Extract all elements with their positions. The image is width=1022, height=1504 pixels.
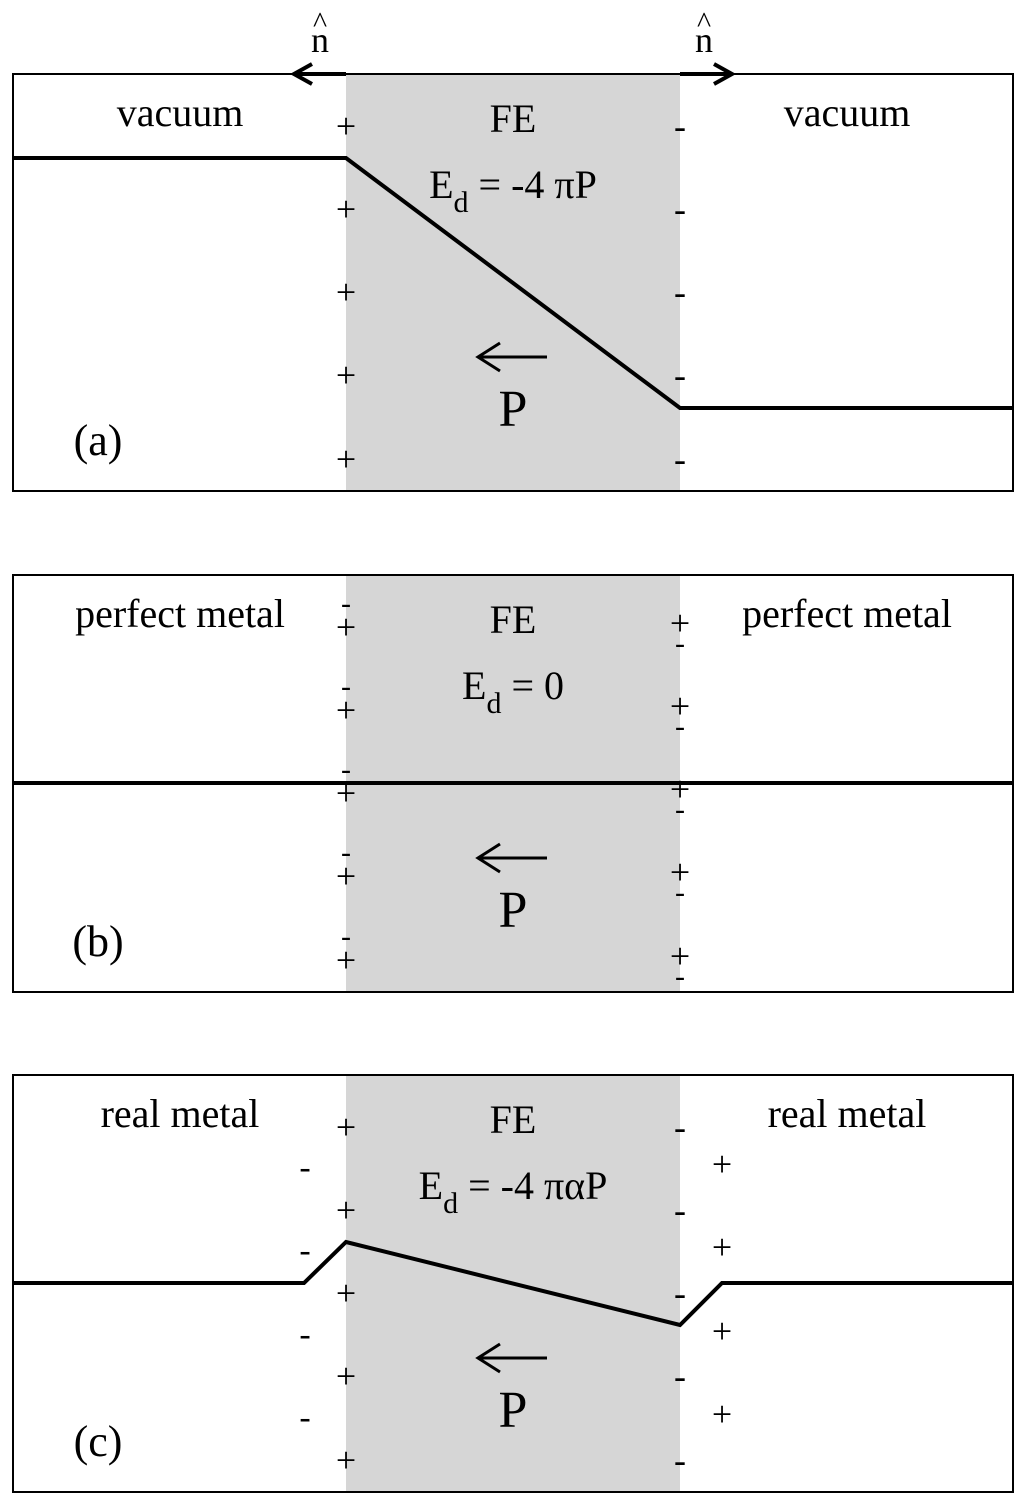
- surface-charge-left: +: [336, 940, 356, 980]
- depolarizing-field-equation: Ed = 0: [462, 663, 564, 720]
- left-medium-label: perfect metal: [75, 591, 285, 636]
- field-symbol: E: [462, 663, 486, 708]
- left-medium-label: real metal: [101, 1091, 260, 1136]
- normal-vector-left: n ^: [289, 6, 346, 86]
- field-value: = -4 πP: [469, 162, 597, 207]
- fe-label: FE: [490, 597, 537, 642]
- surface-charge-right-screen: -: [675, 627, 685, 660]
- panel-tag: (c): [74, 1417, 123, 1466]
- depolarizing-field-equation: Ed = -4 παP: [419, 1163, 608, 1220]
- fe-label: FE: [490, 1097, 537, 1142]
- metal-screening-charge-left: -: [299, 1399, 310, 1436]
- metal-screening-charge-left: -: [299, 1232, 310, 1269]
- metal-screening-charge-left: -: [299, 1316, 310, 1353]
- surface-charge-left-screen: -: [341, 836, 351, 869]
- surface-charge-right: -: [674, 1190, 686, 1230]
- potential-profile-line: [13, 156, 1013, 410]
- surface-charge-right: +: [670, 852, 690, 892]
- panel-tag: (b): [72, 917, 123, 966]
- surface-charge-left: +: [336, 106, 356, 146]
- surface-charge-left-screen: -: [341, 670, 351, 703]
- surface-charge-right-screen: -: [675, 793, 685, 826]
- left-medium-label: vacuum: [117, 90, 244, 135]
- panel-a: vacuum vacuum FE Ed = -4 πP P (a) + + + + + - - - - -: [12, 73, 1014, 492]
- normal-hat-right: ^: [697, 6, 711, 39]
- surface-charge-right-screen: -: [675, 876, 685, 909]
- surface-charge-left: +: [336, 272, 356, 312]
- depolarizing-field-equation: Ed = -4 πP: [429, 162, 597, 219]
- polarization-arrowhead: [475, 1342, 501, 1374]
- surface-charge-right-screen: -: [675, 960, 685, 993]
- surface-charge-right: +: [670, 603, 690, 643]
- surface-charge-right: -: [674, 355, 686, 395]
- normal-vector-right: n ^: [680, 6, 737, 86]
- surface-charge-right: -: [674, 1440, 686, 1480]
- surface-charge-right: +: [670, 936, 690, 976]
- field-symbol: E: [429, 162, 453, 207]
- normal-label-left: n: [311, 20, 329, 60]
- metal-screening-charge-right: +: [712, 1311, 732, 1351]
- polarization-arrowhead: [475, 842, 501, 874]
- field-subscript: d: [486, 687, 501, 720]
- surface-charge-right: +: [670, 686, 690, 726]
- field-value: = -4 παP: [458, 1163, 607, 1208]
- right-medium-label: real metal: [768, 1091, 927, 1136]
- surface-charge-right: -: [674, 272, 686, 312]
- field-subscript: d: [454, 186, 469, 219]
- surface-charge-left: +: [336, 189, 356, 229]
- polarization-arrowhead: [475, 341, 501, 373]
- field-symbol: E: [419, 1163, 443, 1208]
- polarization-label: P: [499, 381, 528, 438]
- surface-charge-left: +: [336, 1190, 356, 1230]
- surface-charge-right: -: [674, 1356, 686, 1396]
- surface-charge-left: +: [336, 607, 356, 647]
- potential-profile-line: [13, 1239, 1013, 1328]
- surface-charge-left-screen: -: [341, 587, 351, 620]
- metal-screening-charge-right: +: [712, 1144, 732, 1184]
- surface-charge-left: +: [336, 690, 356, 730]
- surface-charge-left: +: [336, 1440, 356, 1480]
- normal-label-right: n: [695, 20, 713, 60]
- surface-charge-left-screen: -: [341, 920, 351, 953]
- surface-charge-left: +: [336, 1273, 356, 1313]
- field-subscript: d: [443, 1187, 458, 1220]
- metal-screening-charge-right: +: [712, 1394, 732, 1434]
- right-medium-label: vacuum: [784, 90, 911, 135]
- surface-charge-left: +: [336, 856, 356, 896]
- right-medium-label: perfect metal: [742, 591, 952, 636]
- surface-charge-left: +: [336, 773, 356, 813]
- surface-charge-right: -: [674, 106, 686, 146]
- metal-screening-charge-right: +: [712, 1227, 732, 1267]
- surface-charge-right: -: [674, 189, 686, 229]
- field-value: = 0: [501, 663, 564, 708]
- polarization-label: P: [499, 882, 528, 939]
- surface-charge-left: +: [336, 355, 356, 395]
- surface-charge-right: -: [674, 439, 686, 479]
- surface-charge-left: +: [336, 1356, 356, 1396]
- normal-hat-left: ^: [313, 6, 327, 39]
- fe-label: FE: [490, 96, 537, 141]
- panel-frame: [12, 73, 1014, 492]
- surface-charge-right: +: [670, 769, 690, 809]
- surface-charge-right: -: [674, 1273, 686, 1313]
- metal-screening-charge-left: -: [299, 1149, 310, 1186]
- panel-tag: (a): [74, 416, 123, 465]
- panel-c: real metal real metal FE Ed = -4 παP P (c) + + +…: [12, 1074, 1014, 1493]
- surface-charge-left: +: [336, 439, 356, 479]
- surface-charge-right-screen: -: [675, 710, 685, 743]
- surface-charge-right: -: [674, 1107, 686, 1147]
- surface-charge-left-screen: -: [341, 753, 351, 786]
- polarization-label: P: [499, 1382, 528, 1439]
- surface-charge-left: +: [336, 1107, 356, 1147]
